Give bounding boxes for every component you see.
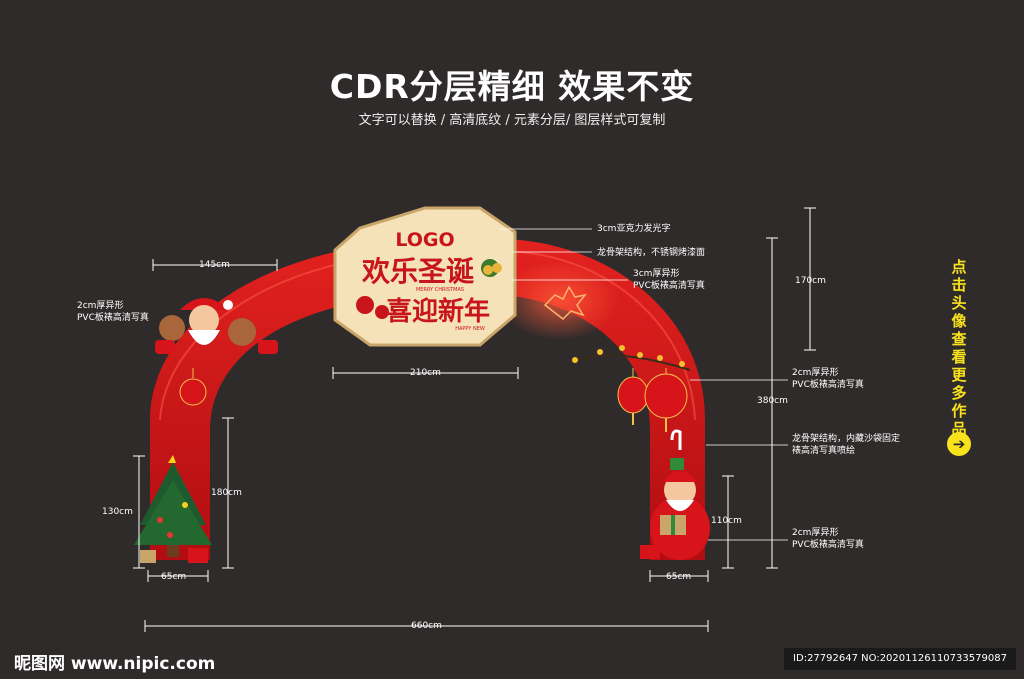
dim-total-width: 660cm (411, 621, 442, 631)
dim-left-base: 65cm (161, 572, 187, 582)
note-left-top-1: 2cm厚异形 (77, 301, 124, 311)
dim-total-height: 380cm (757, 396, 788, 406)
sign-logo: LOGO (395, 229, 454, 251)
dimension-lines (133, 207, 816, 632)
note-sign-frame: 龙骨架结构，不锈钢烤漆面 (597, 248, 706, 258)
reindeer-glow (500, 260, 620, 340)
dim-center: 210cm (410, 368, 441, 378)
note-sign-board: 3cm厚异形 PVC板裱高清写真 (633, 268, 705, 292)
sign-line-2: 喜迎新年 (386, 296, 490, 327)
footer-id: ID:27792647 NO:20201126110733579087 (784, 648, 1016, 670)
note-left-top-2: PVC板裱高清写真 (77, 313, 149, 323)
footer-site[interactable]: 昵图网 www.nipic.com (14, 654, 216, 674)
note-arch-body-2: 裱高清写真喷绘 (792, 446, 856, 456)
note-right-base: 2cm厚异形 PVC板裱高清写真 (792, 527, 864, 551)
dim-right-top: 170cm (795, 276, 826, 286)
page-title: CDR分层精细 效果不变 (329, 67, 695, 106)
gift-sack-icon (356, 296, 374, 314)
note-sign-board-1: 3cm厚异形 (633, 269, 680, 279)
gift-sack-icon-2 (375, 305, 389, 319)
bell-icon-2 (492, 263, 502, 273)
sign-small-1: MERRY CHRISTMAS (416, 287, 464, 293)
bell-icon (483, 265, 493, 275)
dim-top-left: 145cm (199, 260, 230, 270)
lantern-right (644, 368, 688, 432)
ornament-icon (179, 378, 207, 406)
dim-right-base: 65cm (666, 572, 692, 582)
note-arch-body: 龙骨架结构，内藏沙袋固定 裱高清写真喷绘 (792, 433, 900, 457)
plum-blossoms (572, 345, 685, 367)
note-right-lantern: 2cm厚异形 PVC板裱高清写真 (792, 367, 864, 391)
note-sign-face: 3cm亚克力发光字 (597, 224, 671, 234)
note-right-base-2: PVC板裱高清写真 (792, 540, 864, 550)
note-left-top: 2cm厚异形 PVC板裱高清写真 (77, 300, 149, 324)
sign-small-2: HAPPY NEW (455, 326, 485, 332)
side-cta-text[interactable]: 点击头像查看更多作品 (951, 258, 967, 438)
santa-gift (640, 471, 710, 560)
dim-left-post: 130cm (102, 507, 133, 517)
note-sign-board-2: PVC板裱高清写真 (633, 281, 705, 291)
dim-left-inner: 180cm (211, 488, 242, 498)
leader-lines (500, 228, 788, 541)
reindeer-icon (543, 285, 587, 320)
christmas-tree (134, 455, 212, 563)
note-right-base-1: 2cm厚异形 (792, 528, 839, 538)
dim-right-low: 110cm (711, 516, 742, 526)
note-right-lantern-2: PVC板裱高清写真 (792, 380, 864, 390)
page-subtitle: 文字可以替换 / 高清底纹 / 元素分层/ 图层样式可复制 (358, 113, 666, 128)
gift-box-icon (670, 458, 684, 470)
sign-line-1: 欢乐圣诞 (361, 255, 475, 288)
arrow-right-icon[interactable]: ➔ (947, 432, 971, 456)
candy-cane-icon (670, 429, 682, 450)
note-right-lantern-1: 2cm厚异形 (792, 368, 839, 378)
note-arch-body-1: 龙骨架结构，内藏沙袋固定 (792, 434, 901, 444)
santa-reindeer-group (155, 298, 278, 354)
arch-body (150, 240, 705, 560)
